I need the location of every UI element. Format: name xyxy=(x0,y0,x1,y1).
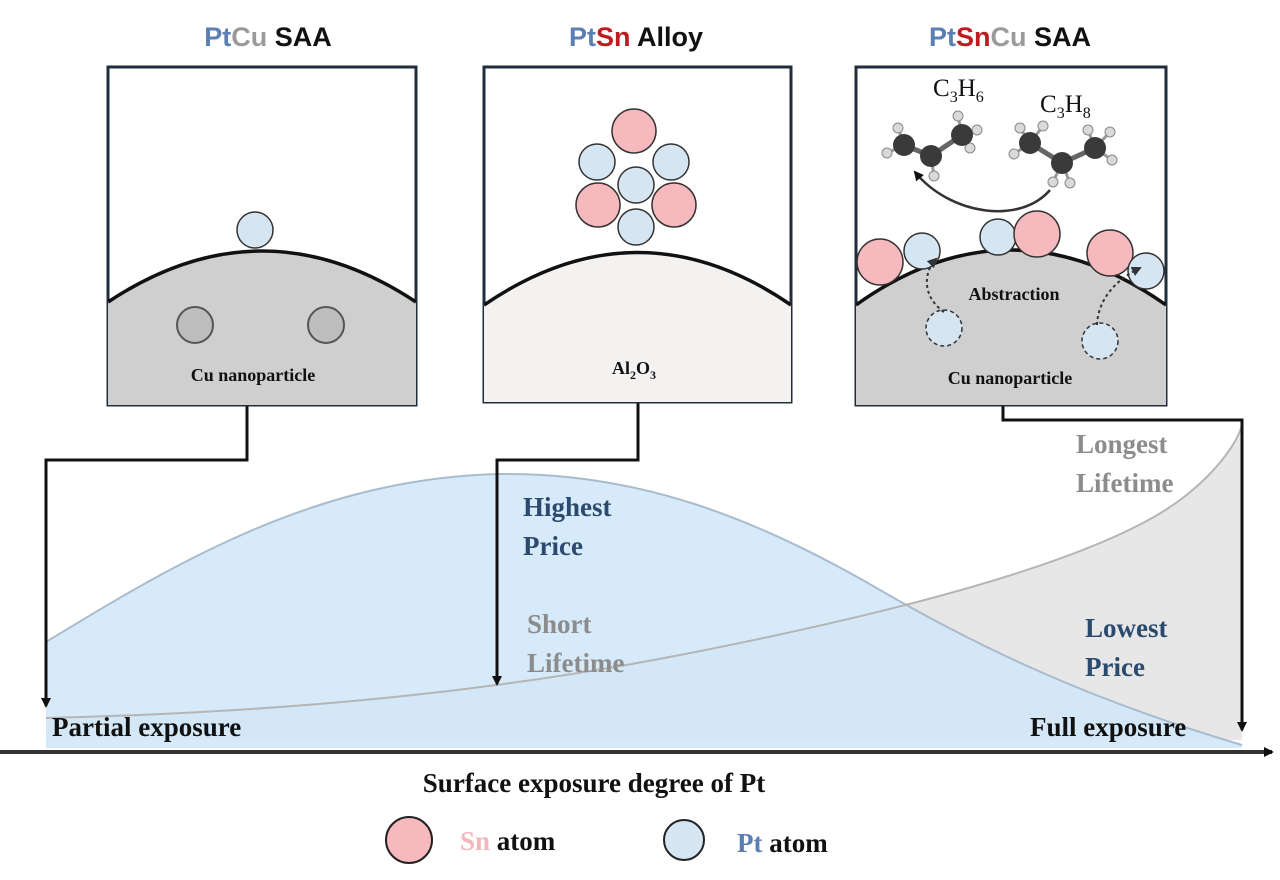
pt-atom xyxy=(1127,252,1165,290)
highest-price-line-2: Price xyxy=(523,531,583,561)
abstraction-label: Abstraction xyxy=(969,284,1060,304)
lowest-price-line-1: Lowest xyxy=(1085,613,1168,643)
molecule-label-c3h6: C3H6 xyxy=(933,75,984,106)
sn-atom xyxy=(651,182,697,228)
highest-price-line-1: Highest xyxy=(523,492,612,522)
full-exposure-label: Full exposure xyxy=(1030,712,1186,742)
embedded-atom xyxy=(307,306,345,344)
pt-atom xyxy=(652,143,690,181)
pt-atom xyxy=(236,211,274,249)
panel-1-title: PtCu SAA xyxy=(204,22,332,52)
lifetime-curve-line xyxy=(45,424,1243,719)
price-curve-area xyxy=(46,473,1242,748)
support-label-cu-1: Cu nanoparticle xyxy=(191,365,316,385)
connector-arrow-2 xyxy=(492,402,640,686)
panel-ptcu-saa: Cu nanoparticle xyxy=(106,65,418,407)
support-label-cu-3: Cu nanoparticle xyxy=(948,368,1073,388)
legend-sn-label: Sn atom xyxy=(460,826,556,856)
legend-pt-swatch xyxy=(663,819,705,861)
propylene-molecule xyxy=(881,110,983,182)
pt-atom xyxy=(617,208,655,246)
connector-arrow-1 xyxy=(41,405,249,708)
partial-exposure-label: Partial exposure xyxy=(52,712,241,742)
sn-atom xyxy=(575,182,621,228)
sn-atom xyxy=(611,108,657,154)
legend: Sn atom Pt atom xyxy=(385,816,828,864)
support-label-al2o3: Al2O3 xyxy=(612,358,656,382)
sn-atom xyxy=(856,238,904,286)
reaction-arrow xyxy=(913,170,1051,213)
embedded-atom xyxy=(176,306,214,344)
sn-atom xyxy=(1013,210,1061,258)
cu-nanoparticle-surface xyxy=(108,251,416,405)
abstraction-arrow xyxy=(925,257,945,313)
legend-sn-swatch xyxy=(385,816,433,864)
panel-ptsn-alloy: Al2O3 xyxy=(482,65,793,404)
cu-nanoparticle-surface xyxy=(856,250,1166,405)
pt-atom xyxy=(979,218,1017,256)
panel-ptsncu-saa: C3H6 C3H8 xyxy=(854,65,1168,407)
panel-2-title: PtSn Alloy xyxy=(569,22,703,52)
legend-pt-label: Pt atom xyxy=(737,828,828,858)
pt-atom xyxy=(578,143,616,181)
panel-3-title: PtSnCu SAA xyxy=(929,22,1091,52)
pt-atom xyxy=(903,232,941,270)
subsurface-pt-atom xyxy=(925,309,963,347)
longest-lifetime-line-2: Lifetime xyxy=(1076,468,1173,498)
short-lifetime-line-2: Lifetime xyxy=(527,648,624,678)
lowest-price-line-2: Price xyxy=(1085,652,1145,682)
abstraction-arrow xyxy=(1096,266,1142,326)
propane-molecule xyxy=(1008,120,1118,189)
subsurface-pt-atom xyxy=(1081,322,1119,360)
short-lifetime-line-1: Short xyxy=(527,609,592,639)
pt-atom xyxy=(617,166,655,204)
price-curve-line xyxy=(45,472,1243,746)
connector-arrow-3 xyxy=(1001,405,1247,732)
longest-lifetime-line-1: Longest xyxy=(1076,429,1168,459)
sn-atom xyxy=(1086,229,1134,277)
al2o3-support-surface xyxy=(484,252,791,402)
axis-label: Surface exposure degree of Pt xyxy=(423,768,765,798)
molecule-label-c3h8: C3H8 xyxy=(1040,91,1091,122)
